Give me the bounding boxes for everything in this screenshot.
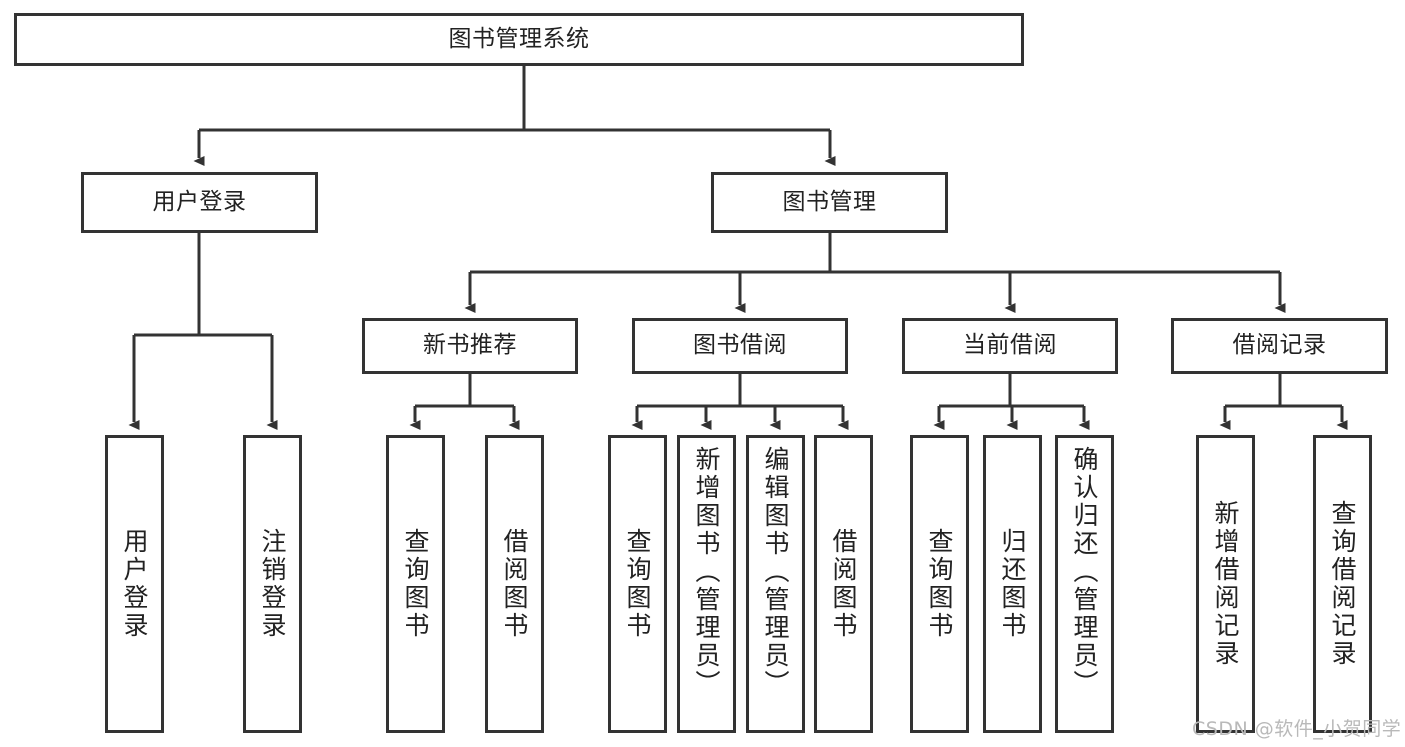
node-leaf-user-login[interactable]: 用户登录 <box>105 435 164 733</box>
node-leaf-currentborrow-confirm[interactable]: 确认归还（管理员） <box>1055 435 1114 733</box>
node-label: 图书借阅 <box>693 332 787 359</box>
node-label: 新书推荐 <box>423 332 517 359</box>
node-leaf-borrowrecord-add[interactable]: 新增借阅记录 <box>1196 435 1255 733</box>
node-label: 用户登录 <box>120 528 149 640</box>
node-label: 归还图书 <box>998 528 1027 640</box>
node-book-management[interactable]: 图书管理 <box>711 172 948 233</box>
node-label: 用户登录 <box>152 188 247 215</box>
node-label: 新增借阅记录 <box>1211 500 1240 668</box>
node-label: 图书管理 <box>782 188 877 215</box>
node-borrow-record[interactable]: 借阅记录 <box>1171 318 1388 374</box>
node-label: 借阅图书 <box>500 528 529 640</box>
node-leaf-newbook-borrow[interactable]: 借阅图书 <box>485 435 544 733</box>
node-label: 查询图书 <box>925 528 954 640</box>
node-book-borrow[interactable]: 图书借阅 <box>632 318 848 374</box>
node-leaf-currentborrow-return[interactable]: 归还图书 <box>983 435 1042 733</box>
node-leaf-newbook-query[interactable]: 查询图书 <box>386 435 445 733</box>
node-label: 编辑图书（管理员） <box>761 446 790 698</box>
node-root-system[interactable]: 图书管理系统 <box>14 13 1024 66</box>
node-leaf-bookborrow-query[interactable]: 查询图书 <box>608 435 667 733</box>
node-leaf-currentborrow-query[interactable]: 查询图书 <box>910 435 969 733</box>
node-label: 查询图书 <box>401 528 430 640</box>
node-leaf-bookborrow-add[interactable]: 新增图书（管理员） <box>677 435 736 733</box>
node-leaf-borrowrecord-query[interactable]: 查询借阅记录 <box>1313 435 1372 733</box>
node-label: 查询图书 <box>623 528 652 640</box>
watermark-text: CSDN @软件_小贺同学 <box>1192 718 1402 740</box>
node-label: 借阅记录 <box>1232 332 1327 359</box>
node-label: 借阅图书 <box>829 528 858 640</box>
node-label: 确认归还（管理员） <box>1070 446 1099 698</box>
node-label: 注销登录 <box>258 528 287 640</box>
node-new-book-recommend[interactable]: 新书推荐 <box>362 318 578 374</box>
node-leaf-logout[interactable]: 注销登录 <box>243 435 302 733</box>
node-label: 图书管理系统 <box>448 25 590 52</box>
node-label: 查询借阅记录 <box>1328 500 1357 668</box>
node-label: 新增图书（管理员） <box>692 446 721 698</box>
node-label: 当前借阅 <box>963 332 1057 359</box>
node-current-borrow[interactable]: 当前借阅 <box>902 318 1118 374</box>
node-leaf-bookborrow-edit[interactable]: 编辑图书（管理员） <box>746 435 805 733</box>
node-user-login[interactable]: 用户登录 <box>81 172 318 233</box>
node-leaf-bookborrow-borrow[interactable]: 借阅图书 <box>814 435 873 733</box>
